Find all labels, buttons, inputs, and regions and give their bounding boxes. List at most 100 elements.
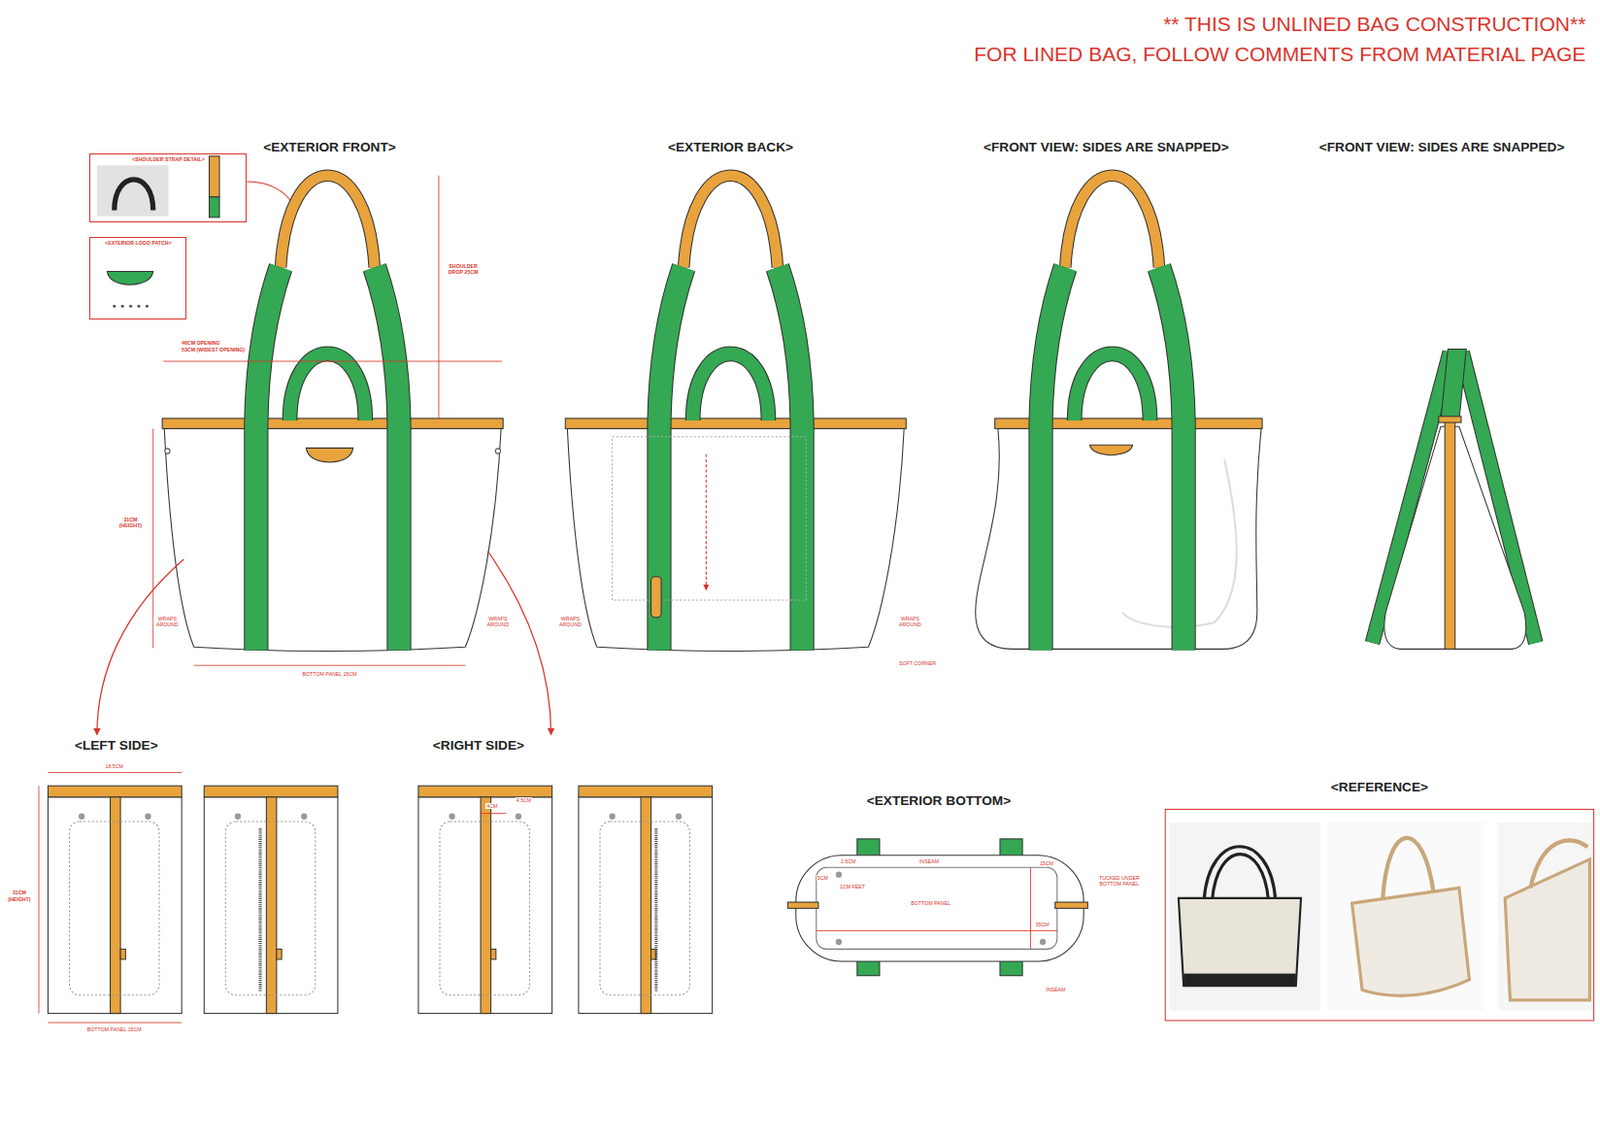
dimension-label: TUCKED UNDER BOTTOM PANEL	[1092, 874, 1148, 887]
strap-tab	[857, 838, 880, 858]
view-arrow	[97, 559, 184, 735]
bag-body	[164, 428, 501, 651]
dimension-line	[194, 665, 467, 667]
reference-photo	[1326, 822, 1485, 1010]
pocket-outline	[612, 436, 807, 600]
strap-leather-stub	[209, 156, 221, 198]
strap-set	[256, 175, 400, 651]
logo-patch	[1089, 444, 1133, 456]
strap-tab	[1000, 838, 1023, 858]
photo-handle	[1382, 837, 1434, 900]
dimension-label: SHOULDER DROP 25CM	[444, 263, 482, 275]
dot	[121, 304, 125, 308]
view-title: <EXTERIOR FRONT>	[262, 139, 398, 156]
dimension-label: 46CM OPENING	[180, 339, 222, 346]
dimension-line	[816, 930, 1058, 932]
reference-panel: <REFERENCE>	[1165, 779, 1594, 1021]
view-title: <EXTERIOR BACK>	[666, 139, 795, 156]
callout-heading: <SHOULDER STRAP DETAIL>	[90, 156, 246, 163]
snap	[165, 448, 170, 454]
top-trim	[1438, 416, 1462, 423]
dimension-line	[163, 361, 502, 363]
dot	[145, 304, 149, 308]
dimension-label: 31CM (HEIGHT)	[114, 516, 148, 529]
center-strip	[1444, 420, 1456, 649]
dot	[136, 304, 140, 308]
dimension-label: WRAPS AROUND	[896, 615, 925, 628]
foot	[835, 871, 842, 878]
photo-bag	[1352, 887, 1470, 996]
dimension-line	[47, 1022, 182, 1024]
dimension-label: WRAPS AROUND	[556, 615, 585, 628]
photo-handle	[114, 179, 154, 211]
logo-patch	[106, 271, 153, 286]
reference-frame	[1165, 808, 1594, 1021]
dimension-label: BOTTOM PANEL 15CM	[86, 1026, 143, 1033]
side-strip-end	[1055, 901, 1089, 908]
view-arrow	[487, 551, 551, 735]
dimension-label: 53CM (WIDEST OPENING)	[180, 346, 246, 353]
dimension-line	[437, 175, 439, 419]
dimension-label: BOTTOM PANEL 15CM	[301, 670, 359, 677]
callout-heading: <EXTERIOR LOGO PATCH>	[90, 239, 186, 246]
dimension-label: WRAPS AROUND	[483, 615, 512, 628]
dimension-label: 18.5CM	[104, 763, 125, 769]
view-title: FOR LINED BAG, FOLLOW COMMENTS FROM MATE…	[972, 42, 1587, 67]
detail-callout-box: <SHOULDER STRAP DETAIL>	[89, 153, 247, 223]
side-panel	[418, 785, 553, 1013]
photo-handle	[1212, 854, 1269, 900]
top-trim	[565, 418, 906, 430]
view-title: <LEFT SIDE>	[73, 737, 160, 754]
detail-callout-box: <EXTERIOR LOGO PATCH>	[89, 236, 187, 320]
sheet-title: ** THIS IS UNLINED BAG CONSTRUCTION**	[1162, 12, 1587, 36]
bottom-outline	[796, 855, 1084, 962]
foot	[1039, 938, 1046, 945]
snap	[495, 448, 500, 454]
bottom-panel	[816, 866, 1058, 949]
view-title: <FRONT VIEW: SIDES ARE SNAPPED>	[1318, 139, 1567, 156]
logo-patch	[305, 447, 353, 463]
dimension-line	[1030, 866, 1032, 949]
snapped-straps	[1040, 175, 1184, 651]
dimension-label: SOFT CORNER	[898, 660, 937, 667]
reference-photo	[1168, 822, 1321, 1010]
photo-bottom	[1183, 973, 1297, 987]
strap-photo	[97, 165, 169, 217]
view-title: <FRONT VIEW: SIDES ARE SNAPPED>	[982, 139, 1231, 156]
strap-green-stub	[209, 197, 221, 218]
dimension-label: 31CM (HEIGHT)	[2, 889, 36, 901]
back-tab	[651, 576, 663, 618]
side-panel	[578, 785, 713, 1013]
side-panel	[203, 785, 338, 1013]
dimension-label: 5CM	[816, 874, 830, 881]
dimension-line	[480, 812, 506, 814]
dimension-label: 4.5CM	[515, 797, 533, 803]
side-panel	[47, 785, 182, 1013]
strap-set	[1040, 175, 1184, 651]
strap-set	[659, 175, 802, 651]
photo-handle	[1203, 846, 1276, 900]
dimension-label: BOTTOM PANEL	[909, 900, 952, 906]
reference-photo	[1498, 822, 1593, 1010]
top-trim	[162, 418, 503, 430]
dimension-label: INSEAM	[918, 858, 940, 865]
photo-handle	[1530, 839, 1588, 888]
bag-body	[566, 428, 904, 651]
foot	[835, 938, 842, 945]
view-title: <RIGHT SIDE>	[432, 737, 526, 754]
dot	[112, 304, 116, 308]
back-bag	[565, 175, 906, 652]
photo-bag	[1178, 898, 1301, 986]
photo-bag	[1504, 859, 1590, 1000]
view-title: <EXTERIOR BOTTOM>	[866, 793, 1012, 809]
leader-arrow	[246, 181, 294, 206]
dimension-line	[38, 785, 40, 1013]
dimension-label: 15CM	[1038, 860, 1055, 867]
dimension-label: 1CM FEET	[838, 883, 867, 890]
zipper	[654, 828, 658, 992]
dimension-label: 2.5CM	[839, 858, 857, 865]
view-title: <REFERENCE>	[1165, 779, 1594, 796]
